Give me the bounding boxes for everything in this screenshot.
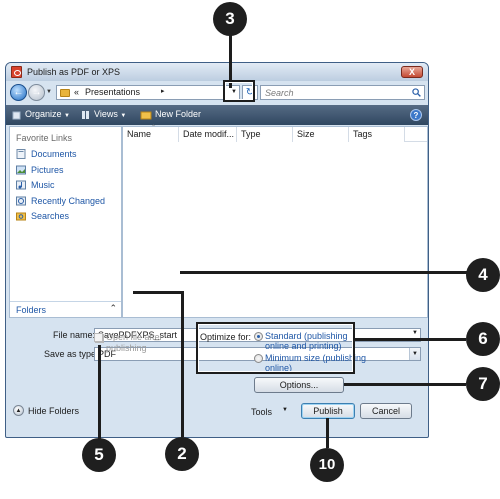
column-header-label: Size	[297, 129, 315, 139]
callout-3-badge: 3	[213, 2, 247, 36]
file-list[interactable]: ⌃ Name Date modif... Type Size Tags	[122, 125, 428, 318]
optimize-standard-label-1[interactable]: Standard (publishing	[265, 331, 348, 341]
searches-icon	[16, 212, 26, 221]
recent-icon	[16, 196, 26, 206]
tools-menu[interactable]: Tools	[251, 407, 273, 417]
new-folder-icon	[140, 111, 152, 120]
column-header-size[interactable]: Size	[293, 127, 349, 142]
file-name-value: SavePDFXPS_start	[98, 330, 178, 340]
breadcrumb-presentations[interactable]: Presentations	[85, 87, 141, 97]
views-button[interactable]: Views ▼	[81, 109, 126, 120]
address-dropdown-icon[interactable]: ▼	[231, 89, 237, 95]
folder-icon	[60, 89, 70, 97]
publish-dialog: Publish as PDF or XPS X ← → ▼ « Presenta…	[5, 62, 429, 438]
callout-10-badge: 10	[310, 448, 344, 482]
sort-caret-icon: ⌃	[151, 125, 157, 131]
column-header-label: Tags	[353, 129, 373, 139]
optimize-for-label: Optimize for:	[200, 332, 252, 342]
file-name-label: File name:	[53, 330, 96, 340]
organize-icon	[12, 111, 21, 120]
cancel-button[interactable]: Cancel	[360, 403, 412, 419]
new-folder-button[interactable]: New Folder	[140, 109, 201, 120]
callout-4-leader	[180, 271, 470, 274]
views-dropdown-icon: ▼	[120, 113, 127, 119]
organize-button[interactable]: Organize ▼	[12, 109, 70, 120]
help-icon[interactable]: ?	[410, 109, 422, 121]
callout-10-leader	[326, 418, 329, 448]
search-input[interactable]: Search	[260, 85, 425, 100]
nav-item-label: Documents	[31, 149, 77, 159]
folders-label: Folders	[16, 305, 47, 315]
organize-label: Organize	[25, 109, 62, 119]
publish-button[interactable]: Publish	[301, 403, 355, 419]
callout-7-badge: 7	[466, 367, 500, 401]
open-after-publishing-checkbox-visible[interactable]	[94, 333, 103, 342]
callout-2-leader-h	[133, 291, 183, 294]
open-after-publishing-label-1: Open file after	[106, 332, 163, 342]
chevron-up-circle-icon[interactable]: ▲	[13, 405, 24, 416]
hide-folders-link[interactable]: Hide Folders	[28, 406, 80, 416]
callout-2-leader-v	[181, 291, 184, 437]
file-name-dropdown-icon[interactable]: ▼	[412, 330, 418, 336]
callout-5-badge: 5	[82, 438, 116, 472]
back-arrow-icon[interactable]: ←	[10, 84, 27, 101]
optimize-minimum-radio[interactable]	[254, 354, 263, 363]
window-title: Publish as PDF or XPS	[27, 67, 121, 77]
column-header-label: Type	[241, 129, 261, 139]
nav-item-label: Recently Changed	[31, 196, 106, 206]
views-icon	[82, 110, 89, 119]
column-header-label: Date modif...	[183, 129, 235, 139]
callout-2-badge: 2	[165, 437, 199, 471]
close-button[interactable]: X	[401, 66, 423, 78]
chevron-up-icon[interactable]: ⌃	[109, 303, 117, 313]
save-as-type-label: Save as type:	[44, 349, 99, 359]
address-row: ← → ▼ « Presentations ▸ ▼ ↻ Search	[6, 81, 428, 105]
nav-item-label: Music	[31, 180, 55, 190]
tools-dropdown-icon[interactable]: ▼	[282, 407, 288, 413]
save-as-type-value: PDF	[98, 349, 116, 359]
new-folder-label: New Folder	[155, 109, 202, 119]
column-header-type[interactable]: Type	[237, 127, 293, 142]
optimize-minimum-label-2[interactable]: online)	[265, 363, 293, 373]
office-app-icon	[11, 66, 22, 78]
folders-toggle[interactable]: Folders ⌃	[10, 301, 121, 317]
views-label: Views	[94, 109, 118, 119]
pictures-icon	[16, 165, 26, 175]
recent-pages-dropdown-icon[interactable]: ▼	[46, 89, 52, 95]
callout-6-badge: 6	[466, 322, 500, 356]
command-toolbar: Organize ▼ Views ▼ New Folder ?	[6, 105, 428, 125]
navigation-pane: Favorite Links Documents Pictures Music …	[9, 126, 122, 318]
breadcrumb-overflow[interactable]: «	[74, 87, 80, 97]
callout-4-badge: 4	[466, 258, 500, 292]
open-after-publishing-label-2: publishing	[106, 343, 147, 353]
nav-item-label: Pictures	[31, 165, 64, 175]
callout-3-leader	[229, 34, 232, 88]
options-button[interactable]: Options...	[254, 377, 344, 393]
callout-6-leader	[355, 338, 466, 341]
callout-3-highlight	[223, 80, 255, 102]
column-header-name[interactable]: ⌃ Name	[123, 125, 179, 142]
optimize-standard-label-2[interactable]: online and printing)	[265, 341, 342, 351]
title-bar: Publish as PDF or XPS X	[6, 63, 428, 81]
documents-icon	[16, 149, 26, 159]
address-bar[interactable]: « Presentations ▸ ▼	[56, 85, 240, 100]
callout-7-leader	[344, 383, 466, 386]
optimize-minimum-label-1[interactable]: Minimum size (publishing	[265, 353, 367, 363]
favorite-links-heading: Favorite Links	[16, 133, 73, 143]
search-icon[interactable]	[412, 88, 421, 97]
column-header-label: Name	[127, 129, 152, 139]
column-header-date-modified[interactable]: Date modif...	[179, 127, 237, 142]
save-as-type-dropdown-icon[interactable]: ▼	[409, 348, 420, 360]
search-placeholder: Search	[265, 88, 294, 98]
breadcrumb-arrow[interactable]: ▸	[161, 88, 165, 95]
callout-6-highlight	[196, 322, 355, 374]
callout-5-leader	[98, 345, 101, 440]
nav-item-label: Searches	[31, 211, 70, 221]
music-icon	[16, 180, 26, 190]
optimize-standard-radio[interactable]	[254, 332, 263, 341]
organize-dropdown-icon: ▼	[64, 113, 70, 119]
forward-arrow-icon[interactable]: →	[28, 84, 45, 101]
column-header-tags[interactable]: Tags	[349, 127, 405, 142]
